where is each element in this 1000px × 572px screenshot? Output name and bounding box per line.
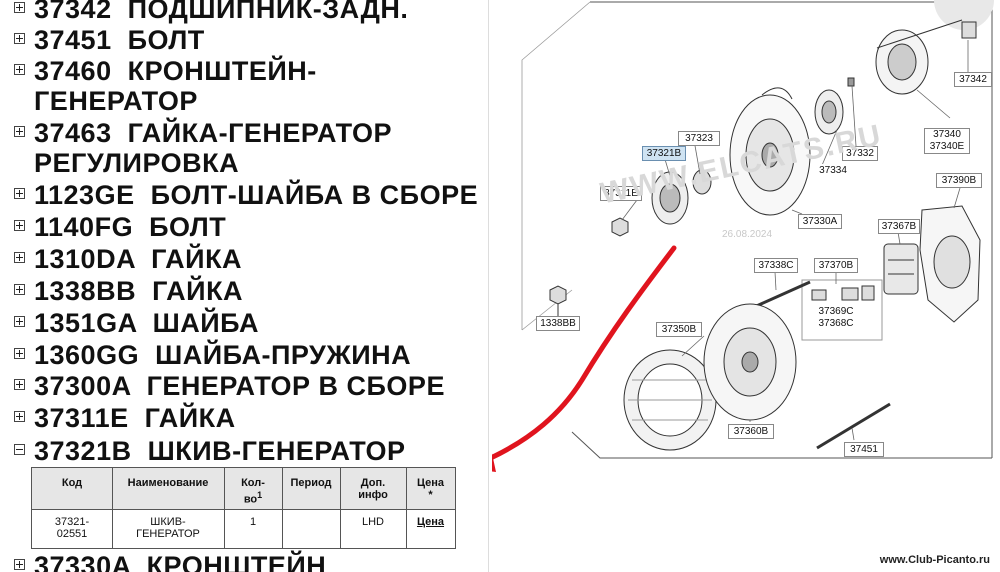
expand-toggle-icon[interactable] (14, 559, 25, 570)
watermark-date: 26.08.2024 (722, 229, 773, 240)
cell-name: ШКИВ-ГЕНЕРАТОР (136, 516, 200, 540)
part-item-37311e[interactable]: 37311E ГАЙКА (14, 403, 236, 433)
header-qty-note: 1 (257, 490, 263, 500)
header-price-label: Цена (416, 477, 445, 489)
parts-list: 37342 ПОДШИПНИК-ЗАДН. 37451 БОЛТ 37460 К… (0, 0, 490, 572)
part-item-label: 1310DA ГАЙКА (34, 244, 243, 274)
part-item-label: 1338BB ГАЙКА (34, 276, 244, 306)
diagram-drawing (492, 0, 994, 472)
expand-toggle-icon[interactable] (14, 220, 25, 231)
part-item-label: 1140FG БОЛТ (34, 212, 227, 242)
callout-37369c[interactable]: 37369C 37368C (818, 306, 854, 329)
callout-37342[interactable]: 37342 (954, 72, 992, 87)
callout-37323[interactable]: 37323 (678, 131, 720, 146)
bearing-icon (814, 77, 855, 135)
expand-toggle-icon[interactable] (14, 64, 25, 75)
callout-37390b[interactable]: 37390B (936, 173, 982, 188)
column-divider (406, 468, 407, 548)
expand-toggle-icon[interactable] (14, 188, 25, 199)
part-item-label: 1123GE БОЛТ-ШАЙБА В СБОРЕ (34, 180, 479, 210)
callout-37330a[interactable]: 37330A (798, 214, 842, 229)
part-item-1123ge[interactable]: 1123GE БОЛТ-ШАЙБА В СБОРЕ (14, 180, 478, 210)
header-name: Наименование (127, 477, 209, 489)
rotor-icon (875, 19, 977, 95)
part-item-label: 37321B ШКИВ-ГЕНЕРАТОР (34, 436, 406, 466)
callout-37340[interactable]: 37340 37340E (924, 128, 970, 154)
parts-diagram: 37342 37323 37321B 37332 37340 37340E 37… (492, 0, 1000, 572)
expand-toggle-icon[interactable] (14, 126, 25, 137)
part-item-label: 37342 ПОДШИПНИК-ЗАДН. (34, 0, 409, 24)
expand-toggle-icon[interactable] (14, 33, 25, 44)
table-header-row: Код Наименование Кол-во1 Период Доп. инф… (32, 468, 455, 510)
callout-37451[interactable]: 37451 (844, 442, 884, 457)
part-item-label: 37300A ГЕНЕРАТОР В СБОРЕ (34, 371, 445, 401)
cell-code: 37321-02551 (54, 516, 90, 540)
header-price-note: * (428, 489, 433, 501)
part-item-37342[interactable]: 37342 ПОДШИПНИК-ЗАДН. (14, 0, 408, 24)
callout-37338c[interactable]: 37338C (754, 258, 798, 273)
callout-37311e[interactable]: 37311E (600, 186, 642, 201)
rear-cover-icon (919, 205, 981, 323)
expand-toggle-icon[interactable] (14, 348, 25, 359)
expand-toggle-icon[interactable] (14, 252, 25, 263)
header-extra: Доп. инфо (358, 477, 388, 501)
part-item-1338bb[interactable]: 1338BB ГАЙКА (14, 276, 243, 306)
expand-toggle-icon[interactable] (14, 2, 25, 13)
callout-37350b[interactable]: 37350B (656, 322, 702, 337)
header-qty-label: Кол-во (241, 477, 265, 506)
header-period: Период (290, 477, 332, 489)
expand-toggle-icon[interactable] (14, 379, 25, 390)
front-housing-icon (729, 87, 811, 216)
part-item-37460[interactable]: 37460 КРОНШТЕЙН- ГЕНЕРАТОР (14, 56, 317, 116)
expand-toggle-icon[interactable] (14, 284, 25, 295)
callout-37360b[interactable]: 37360B (728, 424, 774, 439)
part-item-37330a[interactable]: 37330A КРОНШТЕЙН (14, 551, 326, 572)
part-item-1310da[interactable]: 1310DA ГАЙКА (14, 244, 242, 274)
pulley-icon (651, 169, 712, 225)
column-divider (112, 468, 113, 548)
callout-37370b[interactable]: 37370B (814, 258, 858, 273)
expand-toggle-icon[interactable] (14, 316, 25, 327)
part-item-label: 37463 ГАЙКА-ГЕНЕРАТОР РЕГУЛИРОВКА (34, 118, 393, 178)
part-item-1351ga[interactable]: 1351GA ШАЙБА (14, 308, 259, 338)
cell-period (282, 510, 340, 548)
header-price: Цена * (406, 468, 455, 509)
cell-extra: LHD (361, 516, 384, 528)
callout-1338bb[interactable]: 1338BB (536, 316, 580, 331)
table-row: 37321-02551 ШКИВ-ГЕНЕРАТОР 1 LHD Цена (32, 510, 455, 548)
column-divider (282, 468, 283, 548)
header-qty: Кол-во1 (224, 468, 282, 509)
part-item-label: 1351GA ШАЙБА (34, 308, 259, 338)
part-detail-table: Код Наименование Кол-во1 Период Доп. инф… (31, 467, 456, 549)
callout-37321b-highlighted[interactable]: 37321B (642, 146, 686, 161)
callout-37367b[interactable]: 37367B (878, 219, 920, 234)
part-item-37300a[interactable]: 37300A ГЕНЕРАТОР В СБОРЕ (14, 371, 445, 401)
part-item-37463[interactable]: 37463 ГАЙКА-ГЕНЕРАТОР РЕГУЛИРОВКА (14, 118, 392, 178)
regulator-icon (883, 243, 919, 295)
part-item-1140fg[interactable]: 1140FG БОЛТ (14, 212, 226, 242)
collapse-toggle-icon[interactable] (14, 444, 25, 455)
price-link[interactable]: Цена (416, 516, 445, 528)
cell-qty: 1 (249, 516, 257, 528)
header-code: Код (61, 477, 83, 489)
part-item-label: 37311E ГАЙКА (34, 403, 236, 433)
expand-toggle-icon[interactable] (14, 411, 25, 422)
callout-37332[interactable]: 37332 (842, 146, 878, 161)
column-divider (340, 468, 341, 548)
part-item-label: 37330A КРОНШТЕЙН (34, 551, 327, 572)
part-item-37451[interactable]: 37451 БОЛТ (14, 25, 205, 55)
part-item-37321b[interactable]: 37321B ШКИВ-ГЕНЕРАТОР (14, 436, 406, 466)
column-divider (224, 468, 225, 548)
site-credit: www.Club-Picanto.ru (879, 554, 990, 566)
rear-housing-icon (703, 303, 797, 421)
part-item-label: 37460 КРОНШТЕЙН- ГЕНЕРАТОР (34, 56, 317, 116)
stator-icon (623, 349, 717, 451)
panel-divider (488, 0, 489, 572)
part-item-1360gg[interactable]: 1360GG ШАЙБА-ПРУЖИНА (14, 340, 411, 370)
callout-37334[interactable]: 37334 (814, 164, 852, 179)
part-item-label: 1360GG ШАЙБА-ПРУЖИНА (34, 340, 412, 370)
part-item-label: 37451 БОЛТ (34, 25, 205, 55)
